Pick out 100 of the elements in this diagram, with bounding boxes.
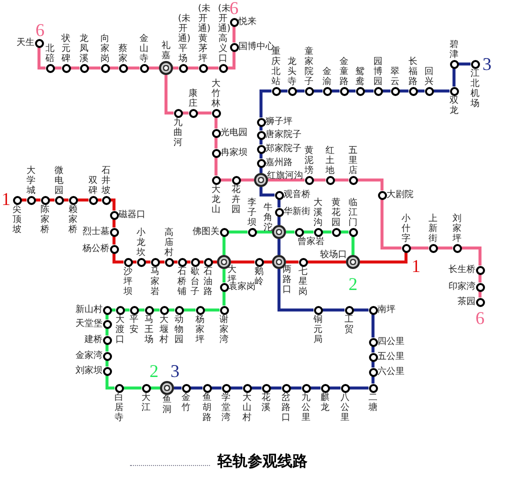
- rail-line: [222, 292, 226, 306]
- station-name: 江北机场: [470, 68, 480, 108]
- station-name: (未开通)高义口: [218, 4, 228, 64]
- rail-line: [168, 308, 174, 312]
- rail-line: [478, 274, 482, 282]
- station-name: 北碚: [45, 44, 55, 64]
- rail-line: [214, 158, 218, 176]
- station-name: 回兴: [424, 66, 434, 86]
- rail-line: [22, 198, 26, 202]
- rail-line: [228, 230, 248, 234]
- station-name: 冉家坝: [220, 148, 248, 158]
- rail-line: [188, 66, 198, 70]
- station-name: 五里店: [348, 146, 358, 176]
- station-name: 长生桥: [448, 265, 476, 275]
- rail-line: [278, 216, 280, 225]
- rail-line: [314, 178, 326, 182]
- rail-line: [350, 386, 368, 390]
- rail-line: [314, 90, 322, 92]
- rail-line: [182, 112, 188, 114]
- station-name: 马家岩: [150, 266, 160, 296]
- rail-line: [184, 308, 196, 312]
- station-name: (未开通)平场: [178, 14, 188, 64]
- rail-line: [106, 376, 114, 390]
- rail-line: [358, 178, 384, 190]
- station-name: 岔路口: [281, 392, 291, 422]
- station-name: 大山村: [242, 392, 252, 422]
- line-number: 3: [482, 55, 492, 73]
- station-name: 鱼胡路: [202, 392, 212, 422]
- rail-line: [360, 252, 408, 264]
- rail-line: [173, 66, 178, 70]
- rail-line: [304, 230, 314, 234]
- rail-line: [296, 90, 304, 92]
- rail-line: [150, 386, 160, 390]
- station-name: 印家湾: [448, 282, 476, 292]
- rail-line: [260, 90, 272, 118]
- station-name: 黄泥塝: [304, 146, 314, 176]
- station-name: 南坪: [378, 305, 396, 315]
- station-name: 小什字: [401, 214, 411, 244]
- rail-line: [106, 314, 108, 320]
- station-name: 翠云: [390, 66, 400, 86]
- station-name: 金山寺: [139, 34, 149, 64]
- rail-line: [410, 246, 428, 250]
- station-name: 花溪: [261, 392, 271, 412]
- station-name: 龙凤溪: [79, 34, 89, 64]
- station-name: 谢家湾: [219, 314, 229, 344]
- rail-line: [106, 328, 108, 336]
- rail-line: [322, 308, 344, 312]
- rail-line: [124, 308, 130, 312]
- rail-line: [352, 236, 354, 255]
- rail-line: [110, 66, 118, 70]
- rail-line: [38, 48, 46, 70]
- rail-line: [214, 138, 218, 148]
- station-name: 临江门: [348, 198, 358, 228]
- rail-line: [106, 344, 108, 352]
- rail-line: [452, 68, 456, 86]
- station-name: 建桥: [84, 335, 102, 345]
- station-name: 茶园: [458, 297, 476, 307]
- rail-line: [54, 66, 62, 70]
- rail-line: [230, 386, 242, 390]
- rail-line: [124, 386, 142, 390]
- station-name: 二塘: [368, 392, 378, 412]
- rail-line: [260, 140, 262, 144]
- rail-line: [198, 112, 212, 114]
- station-name: 平安: [129, 314, 139, 334]
- station-name: 小龙坎: [136, 228, 146, 258]
- station-name: 赖家桥: [68, 204, 78, 234]
- station-name: 悦来: [238, 17, 256, 27]
- station-name: 铜元局: [313, 314, 323, 344]
- rail-line: [382, 90, 390, 92]
- station-name: 华新街: [284, 207, 310, 217]
- rail-line: [222, 236, 226, 255]
- rail-line: [280, 90, 288, 92]
- rail-line: [380, 200, 402, 250]
- station-name: 天生: [16, 38, 34, 48]
- rail-line: [112, 254, 124, 264]
- rail-line: [78, 198, 88, 202]
- station-name: 工贸: [344, 314, 354, 334]
- station-name: 鹅岭: [254, 266, 264, 286]
- rail-line: [268, 178, 304, 182]
- rail-line: [112, 236, 116, 244]
- line-number: 6: [230, 0, 238, 17]
- rail-line: [334, 178, 348, 182]
- station-name: 蔡家: [118, 44, 128, 64]
- station-name: 马王场: [144, 314, 154, 344]
- station-name: 大渡口: [115, 314, 125, 344]
- station-name: 白居寺: [114, 392, 124, 422]
- line-number: 2: [348, 275, 358, 293]
- station-name: 大坪: [227, 265, 236, 285]
- rail-line: [138, 308, 144, 312]
- rail-line: [348, 90, 356, 92]
- station-name: 郑家院子: [266, 144, 302, 154]
- rail-line: [418, 90, 424, 92]
- station-name: 石桥铺: [177, 266, 187, 296]
- rail-line: [340, 230, 348, 234]
- rail-line: [354, 308, 368, 312]
- station-name: 大剧院: [386, 190, 414, 200]
- station-name: 麒龙: [320, 392, 330, 412]
- station-name: 磁器口: [118, 210, 146, 220]
- station-name: 黄花园: [331, 198, 341, 228]
- station-name: 大竹林: [211, 78, 221, 108]
